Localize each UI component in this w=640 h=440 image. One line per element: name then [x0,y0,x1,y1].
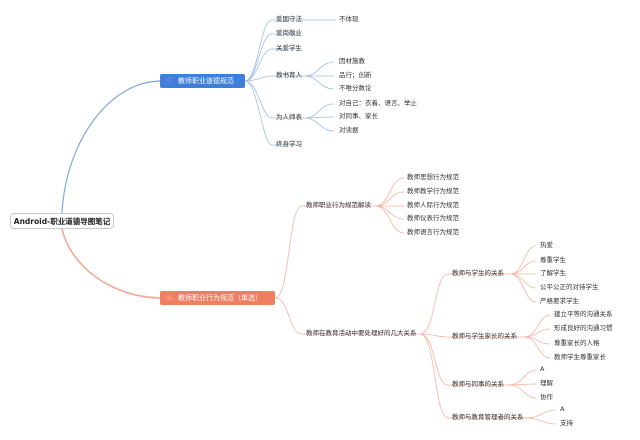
node-jiedu-item[interactable]: 教师语言行为规范 [407,228,459,236]
branch-behavior-norms[interactable]: ♨ 教师职业行为规范（单选） [160,291,275,305]
node-jiazhang[interactable]: 教师与学生家长的关系 [452,332,517,340]
fire-icon: ♨ [166,293,174,302]
node-jiazhang-item[interactable]: 教师学生尊重家长 [554,353,606,361]
node-aigang[interactable]: 爱岗敬业 [276,29,302,37]
node-aiguo-child[interactable]: 不体现 [339,15,359,23]
node-weiren-item[interactable]: 对读据 [339,126,359,134]
node-guanli-item[interactable]: 支持 [560,419,573,427]
branch2-connectors [274,177,557,425]
node-xuesheng-item[interactable]: 热爱 [540,241,553,249]
heart-icon: ♡ [166,76,174,85]
node-jiaoshu-item[interactable]: 品行；创新 [339,71,372,79]
node-weiren-item[interactable]: 对自己：衣着、语言、举止 [339,99,417,107]
root-node[interactable]: Android-职业道德导图笔记 [10,213,114,229]
node-jiazhang-item[interactable]: 建立平等的沟通关系 [554,310,613,318]
node-weiren-item[interactable]: 对同事、家长 [339,112,378,120]
node-xuesheng[interactable]: 教师与学生的关系 [452,269,504,277]
node-xuesheng-item[interactable]: 严格要求学生 [540,297,579,305]
node-xuesheng-item[interactable]: 尊重学生 [540,256,566,264]
node-jiaoshu-item[interactable]: 因材施教 [339,57,365,65]
node-jiedu[interactable]: 教师职业行为规范解读 [306,201,371,209]
branch1-connectors [244,19,336,146]
node-jiaoshu-item[interactable]: 不唯分数论 [339,84,372,92]
node-tongshi[interactable]: 教师与同事的关系 [452,380,504,388]
node-jiedu-item[interactable]: 教师仪表行为规范 [407,214,459,222]
node-jiedu-item[interactable]: 教师思想行为规范 [407,173,459,181]
node-jiazhang-item[interactable]: 尊重家长的人格 [554,339,600,347]
node-jiedu-item[interactable]: 教师人际行为规范 [407,201,459,209]
node-tongshi-item[interactable]: A [540,365,545,373]
node-xuesheng-item[interactable]: 公平公正的对待学生 [540,283,599,291]
node-xuesheng-item[interactable]: 了解学生 [540,269,566,277]
branch-behavior-norms-label: 教师职业行为规范（单选） [178,294,262,302]
branch-professional-ethics[interactable]: ♡ 教师职业道德规范 [160,74,245,88]
node-guanxi[interactable]: 教师在教育活动中要处理好的几大关系 [306,329,417,337]
node-aiguo[interactable]: 爱国守法 [276,15,302,23]
node-zhongshen[interactable]: 终身学习 [276,140,302,148]
node-jiedu-item[interactable]: 教师教学行为规范 [407,187,459,195]
node-jiaoshu[interactable]: 教书育人 [276,71,302,79]
branch-professional-ethics-label: 教师职业道德规范 [178,77,234,85]
node-tongshi-item[interactable]: 协作 [540,393,553,401]
node-jiazhang-item[interactable]: 形成良好的沟通习惯 [554,324,613,332]
connector-root-branch2 [61,228,161,299]
node-weiren[interactable]: 为人师表 [276,113,302,121]
connector-root-branch1 [61,80,161,214]
node-guanai[interactable]: 关爱学生 [276,44,302,52]
node-tongshi-item[interactable]: 理解 [540,379,553,387]
node-guanli[interactable]: 教师与教育管理者的关系 [452,413,524,421]
node-guanli-item[interactable]: A [560,405,565,413]
